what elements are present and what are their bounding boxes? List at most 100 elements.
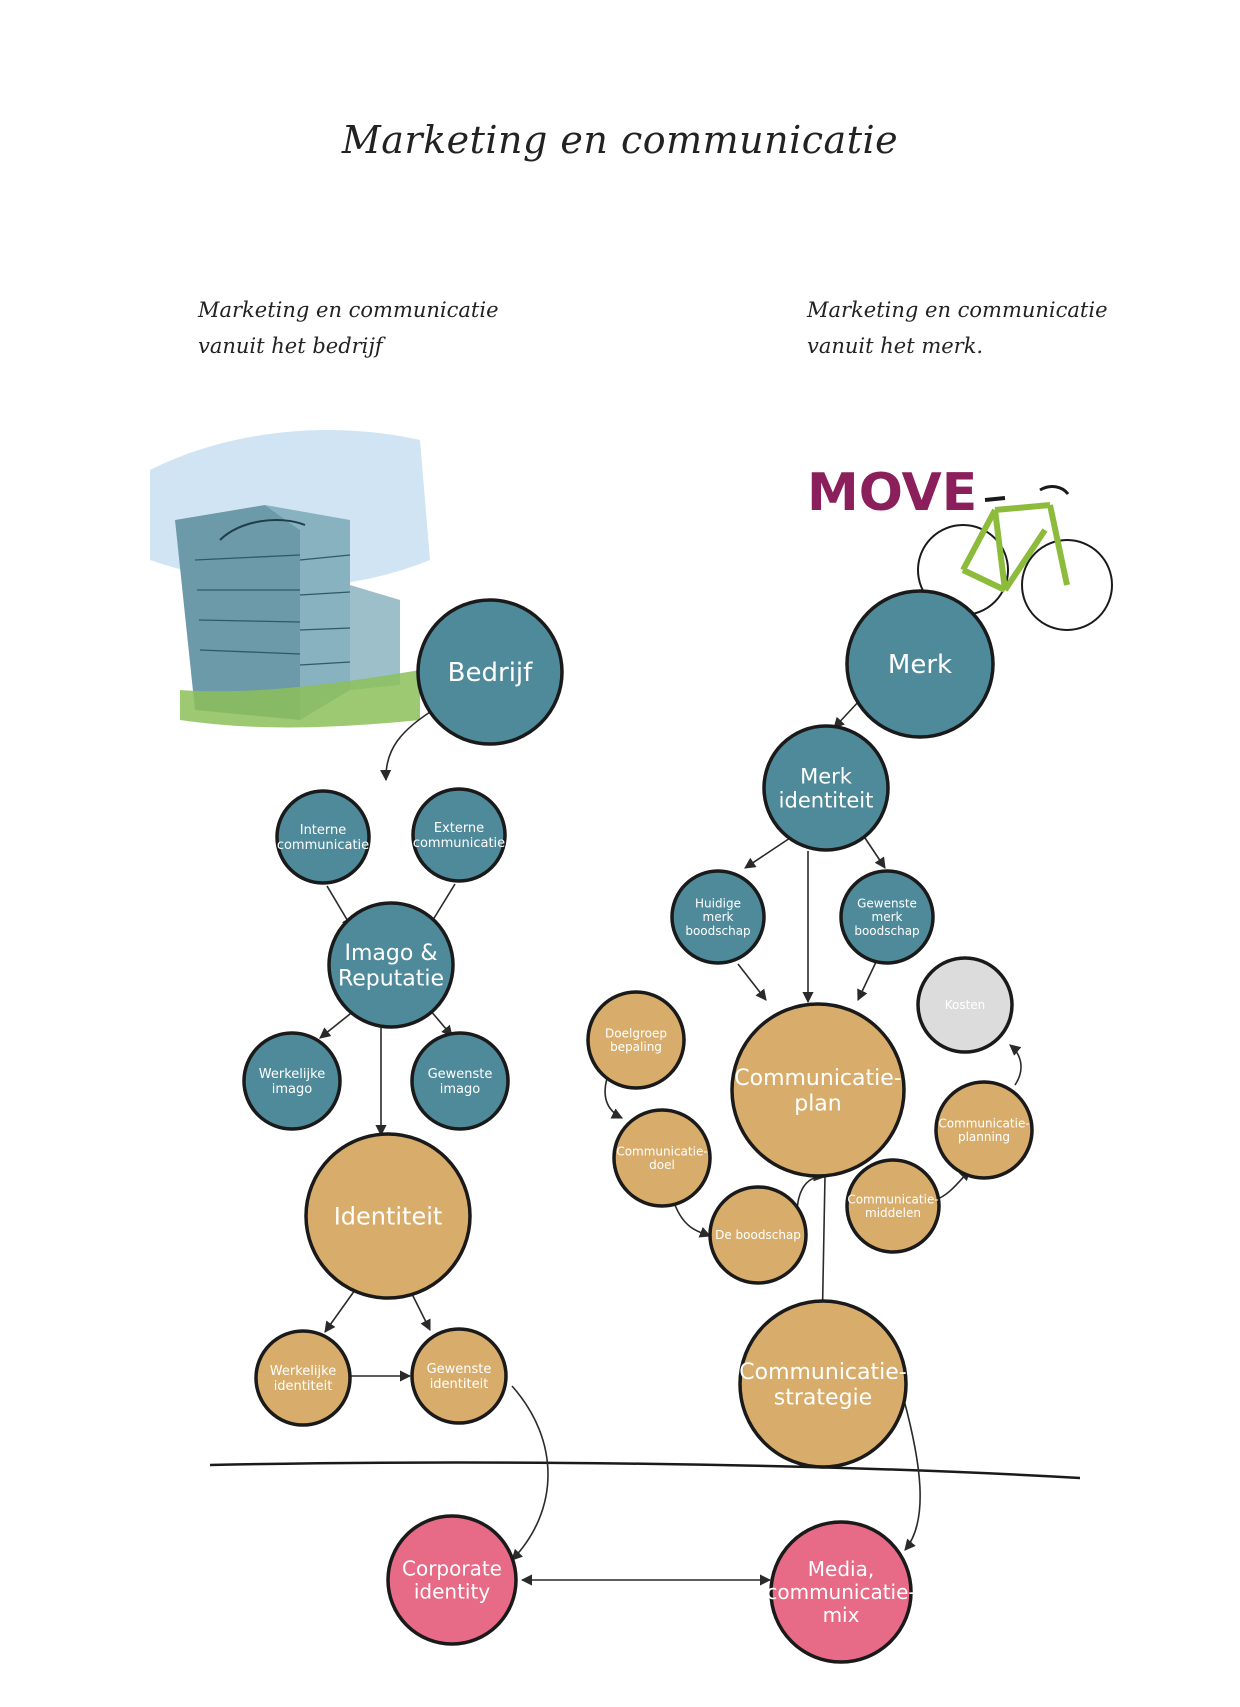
node-label: Media, (808, 1557, 874, 1581)
right-heading-line2: vanuit het merk. (807, 334, 984, 358)
node-boodschap: De boodschap (708, 1185, 808, 1285)
node-circle (410, 1327, 508, 1425)
node-label: planning (958, 1130, 1010, 1144)
node-label: Kosten (945, 998, 986, 1012)
node-label: Merk (888, 650, 952, 680)
node-label: middelen (865, 1206, 921, 1220)
node-strategie: Communicatie-strategie (738, 1299, 908, 1469)
node-circle (839, 869, 935, 965)
node-label: boodschap (685, 924, 750, 938)
node-circle (612, 1108, 712, 1208)
node-label: identiteit (430, 1377, 489, 1392)
node-label: Merk (800, 764, 853, 788)
node-label: strategie (774, 1385, 872, 1410)
node-label: Communicatie- (739, 1360, 906, 1385)
office-building-illustration (150, 430, 430, 728)
divider-line (209, 1461, 1081, 1480)
node-circle (730, 1002, 906, 1178)
node-circle (738, 1299, 908, 1469)
bicycle-illustration (917, 485, 1113, 631)
node-bedrijf: Bedrijf (416, 598, 564, 746)
page-title: Marketing en communicatie (341, 118, 899, 162)
node-label: Communicatie- (616, 1144, 707, 1158)
node-label: communicatie (413, 836, 505, 851)
arrow-11 (903, 1399, 921, 1551)
node-comm-doel: Communicatie-doel (612, 1108, 712, 1208)
node-label: Gewenste (428, 1067, 493, 1082)
node-circle (769, 1520, 913, 1664)
node-label: boodschap (854, 924, 919, 938)
node-identiteit: Identiteit (304, 1132, 472, 1300)
node-comm-middelen: Communicatie-middelen (845, 1158, 941, 1254)
node-label: Huidige (695, 896, 741, 910)
node-label: Communicatie- (847, 1192, 938, 1206)
node-circle (670, 869, 766, 965)
node-circle (411, 787, 507, 883)
arrow-4 (429, 1009, 453, 1037)
arrow-17 (857, 961, 877, 1002)
node-circle (304, 1132, 472, 1300)
arrow-9 (511, 1385, 549, 1561)
arrow-7 (409, 1289, 431, 1332)
node-label: merk (872, 910, 903, 924)
node-merk: Merk (845, 589, 995, 739)
node-communicatieplan: Communicatie-plan (730, 1002, 906, 1178)
arrow-6 (324, 1289, 356, 1333)
arrow-13 (744, 837, 791, 869)
node-circle (416, 598, 564, 746)
node-circle (242, 1031, 342, 1131)
move-logo: MOVE (807, 463, 977, 523)
node-circle (762, 724, 890, 852)
right-heading-line1: Marketing en communicatie (807, 298, 1108, 322)
node-label: communicatie- (766, 1580, 915, 1604)
arrow-0 (380, 706, 439, 782)
left-column-heading: Marketing en communicatie vanuit het bed… (198, 292, 499, 364)
diagram-edges (319, 699, 1022, 1586)
left-heading-line1: Marketing en communicatie (198, 298, 499, 322)
arrow-14 (864, 837, 886, 869)
arrow-12 (833, 699, 861, 729)
node-label: Gewenste (427, 1362, 492, 1377)
node-label: Communicatie- (938, 1116, 1029, 1130)
node-circle (845, 589, 995, 739)
node-label: Externe (434, 821, 484, 836)
node-label: Werkelijke (270, 1364, 336, 1379)
node-media: Media,communicatie-mix (766, 1520, 916, 1664)
node-circle (410, 1031, 510, 1131)
node-circle (708, 1185, 808, 1285)
node-label: identiteit (779, 788, 874, 812)
node-label: identiteit (274, 1379, 333, 1394)
right-column-heading: Marketing en communicatie vanuit het mer… (807, 292, 1108, 364)
node-label: Imago & (345, 941, 438, 966)
left-heading-line2: vanuit het bedrijf (198, 334, 383, 358)
node-label: Identiteit (334, 1202, 443, 1230)
node-label: identity (414, 1580, 490, 1604)
node-label: imago (440, 1082, 480, 1097)
node-label: De boodschap (715, 1228, 801, 1242)
node-circle (327, 901, 455, 1029)
node-label: communicatie (277, 838, 369, 853)
arrow-3 (319, 1009, 356, 1039)
node-circle (275, 789, 371, 885)
node-label: imago (272, 1082, 312, 1097)
node-label: Corporate (402, 1557, 502, 1581)
node-kosten: Kosten (916, 956, 1014, 1054)
node-label: bepaling (610, 1040, 662, 1054)
node-circle (586, 990, 686, 1090)
node-imago: Imago &Reputatie (327, 901, 455, 1029)
node-label: doel (649, 1158, 675, 1172)
node-circle (934, 1080, 1034, 1180)
node-circle (916, 956, 1014, 1054)
node-label: Bedrijf (448, 658, 533, 688)
node-label: Communicatie- (734, 1066, 901, 1091)
